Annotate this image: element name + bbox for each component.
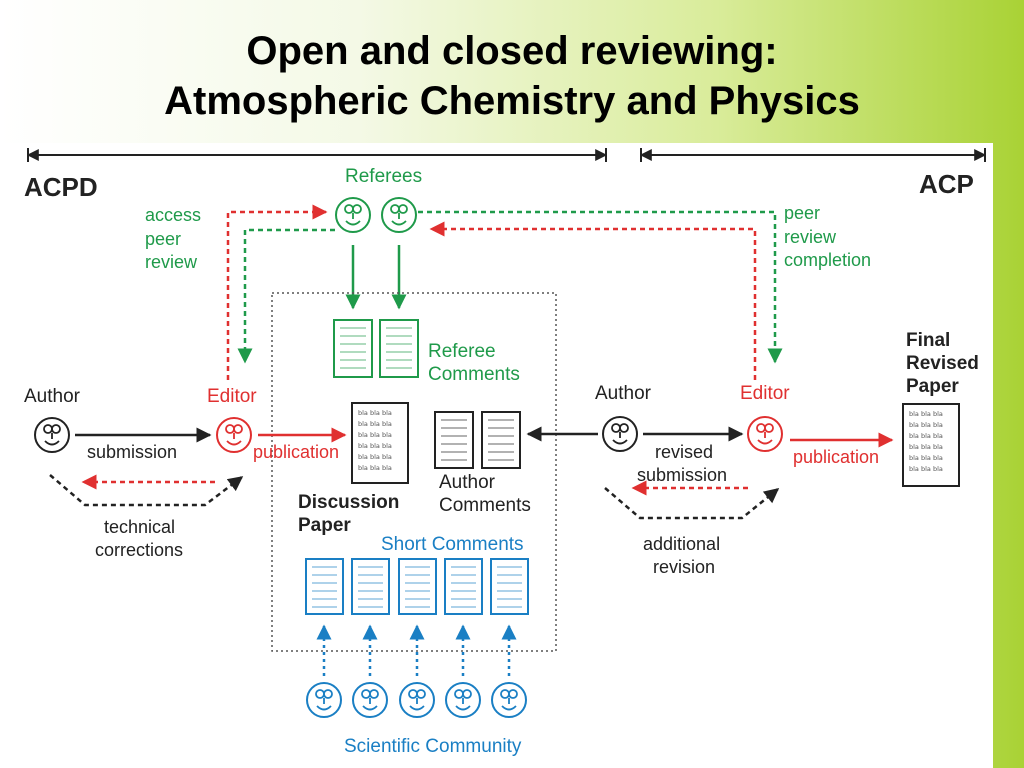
doc-text: bla bla bla bbox=[358, 442, 392, 450]
peer-right-label: peer bbox=[784, 203, 820, 223]
acpd-label: ACPD bbox=[24, 172, 98, 202]
short-comment-doc-icon bbox=[444, 558, 483, 615]
short-comment-doc-icon bbox=[305, 558, 344, 615]
revised-label-doc: Revised bbox=[906, 353, 979, 374]
acp-span-bar bbox=[639, 148, 987, 162]
referee-face-icon bbox=[381, 197, 417, 233]
discussion-box bbox=[271, 292, 557, 652]
final-paper-doc-icon: bla bla bla bla bla bla bla bla bla bla … bbox=[902, 403, 960, 487]
acpd-span-bar bbox=[26, 148, 608, 162]
revised-label: revised bbox=[655, 442, 713, 462]
referee-face-icon bbox=[335, 197, 371, 233]
author-comment-doc-icon bbox=[434, 411, 474, 469]
revised-submission-label: submission bbox=[637, 465, 727, 485]
doc-text: bla bla bla bbox=[358, 409, 392, 417]
editor-left-label: Editor bbox=[207, 386, 257, 407]
doc-text: bla bla bla bbox=[358, 431, 392, 439]
additional-label: additional bbox=[643, 534, 720, 554]
referee-comments-label-2: Comments bbox=[428, 364, 520, 385]
review-right-label: review bbox=[784, 227, 837, 247]
referee-comment-doc-icon bbox=[379, 319, 419, 378]
submission-label: submission bbox=[87, 442, 177, 462]
doc-text: bla bla bla bbox=[909, 421, 943, 429]
short-comment-doc-icon bbox=[490, 558, 529, 615]
editor-right-label: Editor bbox=[740, 383, 790, 404]
discussion-paper-doc-icon: bla bla bla bla bla bla bla bla bla bla … bbox=[351, 402, 409, 484]
peer-review-completion-green-arrow bbox=[418, 210, 783, 364]
short-comment-doc-icon bbox=[351, 558, 390, 615]
doc-text: bla bla bla bbox=[909, 432, 943, 440]
slide-title: Open and closed reviewing: Atmospheric C… bbox=[0, 26, 1024, 126]
final-label: Final bbox=[906, 330, 950, 351]
access-peer-review-green-arrow bbox=[237, 228, 335, 364]
scientific-community-label: Scientific Community bbox=[344, 736, 522, 757]
title-line-2: Atmospheric Chemistry and Physics bbox=[164, 79, 860, 123]
short-comment-doc-icon bbox=[398, 558, 437, 615]
author-left-face-icon bbox=[34, 417, 70, 453]
author-left-label: Author bbox=[24, 386, 81, 407]
author-right-face-icon bbox=[602, 416, 638, 452]
publication-right-label: publication bbox=[793, 447, 879, 467]
community-member-face-icon bbox=[445, 682, 481, 718]
final-paper-label: Paper bbox=[906, 376, 959, 397]
doc-text: bla bla bla bbox=[358, 420, 392, 428]
doc-text: bla bla bla bbox=[909, 443, 943, 451]
author-comments-label-1: Author bbox=[439, 472, 496, 493]
acp-label: ACP bbox=[919, 169, 974, 199]
community-member-face-icon bbox=[306, 682, 342, 718]
technical-corrections-black-arrow bbox=[49, 474, 244, 507]
doc-text: bla bla bla bbox=[909, 454, 943, 462]
publication-left-label: publication bbox=[253, 442, 339, 462]
short-comment-docs bbox=[305, 558, 529, 615]
referees-label: Referees bbox=[345, 166, 422, 187]
author-comment-doc-icon bbox=[481, 411, 521, 469]
additional-revision-black-arrow bbox=[604, 487, 780, 520]
community-member-face-icon bbox=[491, 682, 527, 718]
technical-label: technical bbox=[104, 517, 175, 537]
scientific-community bbox=[306, 624, 527, 718]
editor-right-face-icon bbox=[747, 416, 783, 452]
short-comments-label: Short Comments bbox=[381, 534, 524, 555]
author-right-label: Author bbox=[595, 383, 652, 404]
doc-text: bla bla bla bbox=[909, 410, 943, 418]
community-member-face-icon bbox=[352, 682, 388, 718]
referee-comments-label-1: Referee bbox=[428, 341, 496, 362]
peer-label: peer bbox=[145, 229, 181, 249]
editor-left-face-icon bbox=[216, 417, 252, 453]
doc-text: bla bla bla bbox=[909, 465, 943, 473]
author-comments-label-2: Comments bbox=[439, 495, 531, 516]
paper-label: Paper bbox=[298, 515, 351, 536]
revision-label: revision bbox=[653, 557, 715, 577]
community-member-face-icon bbox=[399, 682, 435, 718]
corrections-label: corrections bbox=[95, 540, 183, 560]
access-label: access bbox=[145, 205, 201, 225]
doc-text: bla bla bla bbox=[358, 464, 392, 472]
review-label: review bbox=[145, 252, 198, 272]
discussion-label: Discussion bbox=[298, 492, 399, 513]
doc-text: bla bla bla bbox=[358, 453, 392, 461]
title-line-1: Open and closed reviewing: bbox=[246, 29, 778, 73]
access-peer-review-red-arrow bbox=[226, 204, 328, 380]
referee-comment-doc-icon bbox=[333, 319, 373, 378]
completion-label: completion bbox=[784, 250, 871, 270]
